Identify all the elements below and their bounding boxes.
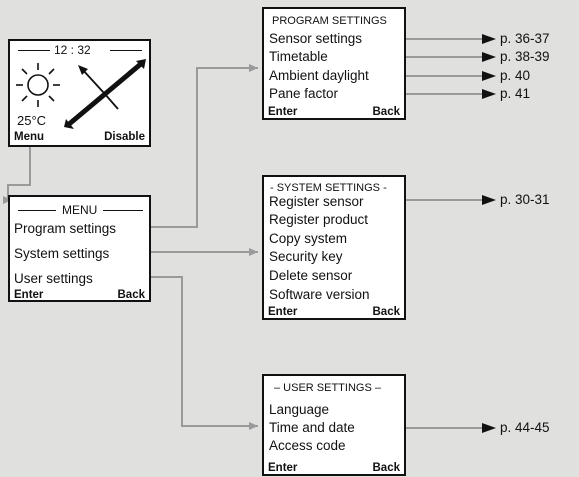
menu-item-program-settings[interactable]: Program settings: [14, 221, 117, 236]
menu-title-rule-right: [103, 210, 143, 211]
display-time: 12 : 32: [54, 43, 91, 57]
system-item-register-sensor[interactable]: Register sensor: [269, 194, 364, 209]
program-item-ambient-daylight[interactable]: Ambient daylight: [269, 68, 369, 83]
menu-back-softkey[interactable]: Back: [117, 289, 146, 301]
system-item-delete-sensor[interactable]: Delete sensor: [269, 268, 353, 283]
user-item-time-and-date[interactable]: Time and date: [269, 420, 355, 435]
menu-item-user-settings[interactable]: User settings: [14, 271, 93, 286]
blind-angle-icon: [64, 59, 146, 129]
menu-title-rule-left: [18, 210, 56, 211]
display-temperature: 25°C: [17, 113, 47, 128]
user-enter-softkey[interactable]: Enter: [268, 462, 298, 474]
system-enter-softkey[interactable]: Enter: [268, 306, 298, 318]
user-settings-box: – USER SETTINGS – Language Time and date…: [262, 374, 406, 476]
system-settings-box: - SYSTEM SETTINGS - Register sensor Regi…: [262, 175, 406, 320]
program-settings-box: PROGRAM SETTINGS Sensor settings Timetab…: [262, 7, 406, 120]
page-ref-ambient-daylight: p. 40: [500, 68, 531, 83]
display-screen: 12 : 32 25°C Menu Disable: [8, 39, 151, 147]
menu-enter-softkey[interactable]: Enter: [14, 289, 44, 301]
page-ref-timetable: p. 38-39: [500, 49, 550, 64]
page-ref-pane-factor: p. 41: [500, 86, 531, 101]
program-item-timetable[interactable]: Timetable: [269, 49, 328, 64]
sun-icon: [16, 63, 60, 107]
system-back-softkey[interactable]: Back: [372, 306, 401, 318]
system-item-software-version[interactable]: Software version: [269, 287, 370, 302]
menu-title: MENU: [62, 203, 98, 217]
program-back-softkey[interactable]: Back: [372, 106, 401, 118]
page-ref-time-and-date: p. 44-45: [500, 420, 550, 435]
page-ref-register-sensor: p. 30-31: [500, 192, 550, 207]
program-item-sensor-settings[interactable]: Sensor settings: [269, 31, 363, 46]
program-enter-softkey[interactable]: Enter: [268, 106, 298, 118]
menu-item-system-settings[interactable]: System settings: [14, 246, 110, 261]
display-time-rule-left: [18, 50, 50, 51]
user-back-softkey[interactable]: Back: [372, 462, 401, 474]
system-item-copy-system[interactable]: Copy system: [269, 231, 348, 246]
program-settings-title: PROGRAM SETTINGS: [272, 15, 387, 27]
system-settings-title: - SYSTEM SETTINGS -: [270, 182, 387, 194]
display-time-rule-right: [110, 50, 142, 51]
user-item-access-code[interactable]: Access code: [269, 438, 346, 453]
menu-box: MENU Program settings System settings Us…: [8, 195, 151, 302]
user-settings-title: – USER SETTINGS –: [274, 382, 381, 394]
user-item-language[interactable]: Language: [269, 402, 330, 417]
menu-softkey[interactable]: Menu: [14, 131, 45, 143]
system-item-register-product[interactable]: Register product: [269, 212, 369, 227]
page-ref-sensor-settings: p. 36-37: [500, 31, 550, 46]
connector-display-to-menu: [3, 147, 31, 204]
system-item-security-key[interactable]: Security key: [269, 249, 343, 264]
disable-softkey[interactable]: Disable: [104, 131, 145, 143]
program-item-pane-factor[interactable]: Pane factor: [269, 86, 339, 101]
connector-to-program-settings: [120, 64, 258, 228]
